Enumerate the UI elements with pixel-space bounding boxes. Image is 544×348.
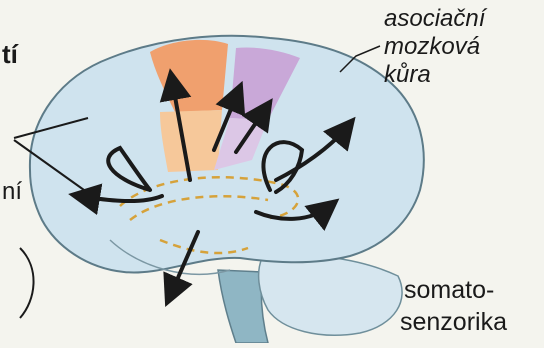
cerebellum	[259, 255, 402, 335]
region-peach	[160, 110, 222, 172]
association-cortex-line-3: kůra	[384, 62, 431, 88]
somatosensory-line-2: senzorika	[400, 308, 507, 336]
association-cortex-line-2: mozková	[384, 34, 480, 60]
somatosensory-line-1: somato-	[404, 276, 494, 304]
top-left-fragment: tí	[2, 40, 18, 68]
association-cortex-line-1: asociační	[384, 6, 485, 32]
mid-left-fragment: ní	[2, 178, 22, 206]
